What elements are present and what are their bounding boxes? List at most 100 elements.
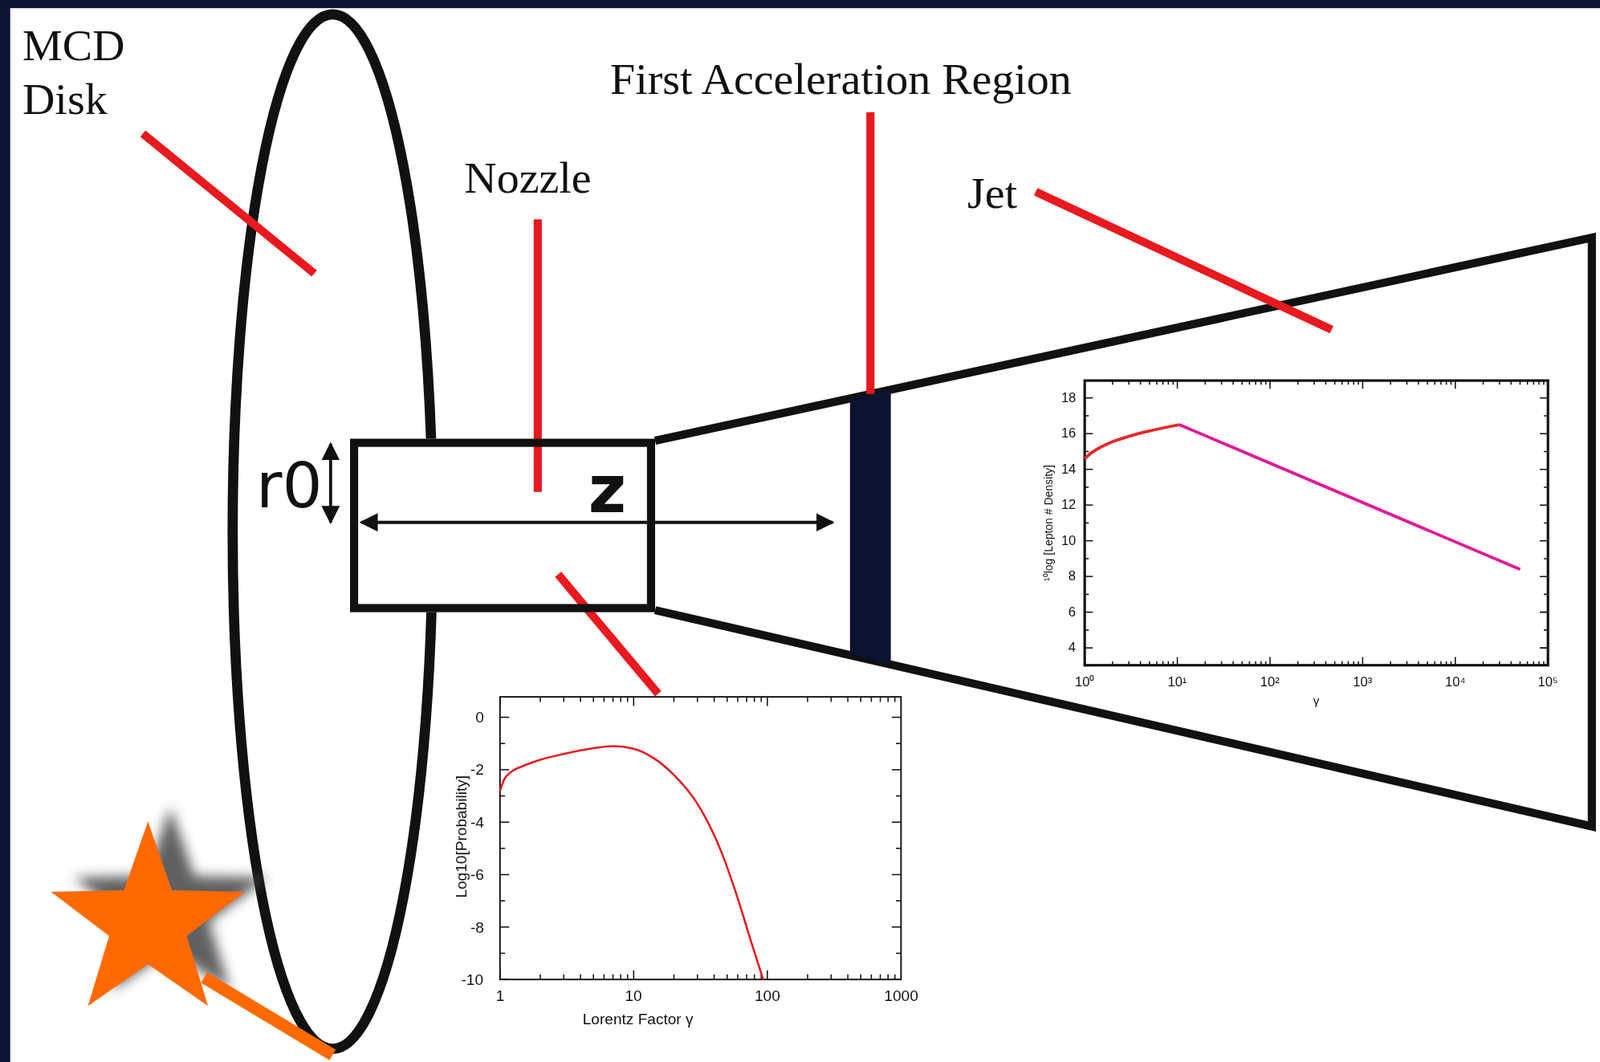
axis-tick xyxy=(713,974,716,980)
tick-label: 6 xyxy=(1068,603,1076,620)
axis-tick xyxy=(1510,380,1512,385)
axis-tick xyxy=(500,847,505,850)
axis-tick xyxy=(1445,661,1448,666)
leader-line xyxy=(142,134,315,274)
axis-tick xyxy=(1162,661,1165,666)
axis-tick xyxy=(753,696,756,702)
tick-label: 4 xyxy=(1068,639,1076,656)
axis-tick xyxy=(1445,380,1448,385)
axis-tick xyxy=(1440,380,1442,385)
part-label: Jet xyxy=(967,166,1018,221)
axis-tick xyxy=(895,742,901,745)
axis-tick xyxy=(1433,380,1436,385)
axis-tick xyxy=(579,974,582,980)
dimension-label: z xyxy=(588,456,627,522)
axis-tick xyxy=(1519,380,1522,385)
tick-label: 10¹ xyxy=(1167,674,1187,691)
axis-tick xyxy=(1111,380,1114,385)
tick-label: 12 xyxy=(1061,496,1076,513)
tick-label: 16 xyxy=(1061,425,1076,442)
axis-title: ¹⁰log [Lepton # Density] xyxy=(1042,464,1056,581)
axis-title: γ xyxy=(1313,693,1320,709)
axis-tick xyxy=(1510,661,1512,666)
axis-tick xyxy=(1450,661,1453,666)
axis-tick xyxy=(1543,522,1548,525)
axis-tick xyxy=(1538,661,1540,666)
axis-tick xyxy=(806,974,809,980)
axis-tick xyxy=(1084,540,1093,542)
lepton-density-plot xyxy=(1084,380,1548,666)
tick-label: 10⁵ xyxy=(1537,674,1558,691)
axis-tick xyxy=(1334,380,1336,385)
tick-label: -4 xyxy=(470,813,485,832)
axis-tick xyxy=(745,974,748,980)
axis-tick xyxy=(1232,661,1234,666)
axis-tick xyxy=(1156,661,1158,666)
tick-label: 1000 xyxy=(883,986,918,1006)
axis-tick xyxy=(871,696,873,702)
probability-curve xyxy=(500,745,764,980)
axis-tick xyxy=(1249,380,1251,385)
axis-tick xyxy=(1543,451,1548,453)
tick-label: 14 xyxy=(1061,461,1076,478)
axis-tick xyxy=(1084,432,1093,435)
axis-tick xyxy=(1313,380,1316,385)
axis-tick xyxy=(1539,397,1548,399)
axis-tick xyxy=(1406,380,1409,385)
axis-tick xyxy=(859,696,862,702)
axis-tick xyxy=(1426,661,1429,666)
axis-tick xyxy=(499,970,501,980)
axis-tick xyxy=(539,696,542,702)
axis-tick xyxy=(626,696,629,702)
axis-tick xyxy=(1357,380,1360,385)
leader-line xyxy=(866,112,875,395)
axis-tick xyxy=(1454,380,1457,389)
axis-tick xyxy=(1139,380,1142,385)
axis-tick xyxy=(626,974,629,980)
tick-label: 10² xyxy=(1260,674,1280,691)
axis-tick xyxy=(633,696,636,706)
axis-tick xyxy=(500,742,505,745)
axis-tick xyxy=(1539,540,1548,542)
axis-tick xyxy=(1533,661,1535,666)
axis-tick xyxy=(1168,380,1170,385)
axis-tick xyxy=(1341,380,1344,385)
axis-tick xyxy=(1172,380,1174,385)
axis-tick xyxy=(1084,611,1093,614)
plot-frame xyxy=(1084,380,1548,666)
axis-tick xyxy=(1241,661,1243,666)
axis-tick xyxy=(1539,504,1548,506)
axis-tick xyxy=(1482,380,1485,385)
axis-tick xyxy=(879,974,882,980)
axis-tick xyxy=(1249,661,1251,666)
axis-tick xyxy=(1265,661,1267,666)
leader-line xyxy=(1035,191,1332,330)
axis-tick xyxy=(895,899,901,902)
axis-tick xyxy=(745,696,748,702)
axis-tick xyxy=(894,696,896,702)
tick-label: 10⁴ xyxy=(1445,674,1466,691)
axis-tick xyxy=(1127,661,1130,666)
axis-tick xyxy=(1362,657,1364,666)
axis-tick xyxy=(1347,380,1350,385)
axis-tick xyxy=(1543,415,1548,417)
axis-tick xyxy=(592,974,595,980)
power-law-curve xyxy=(1179,424,1520,570)
axis-tick xyxy=(713,696,716,702)
axis-tick xyxy=(871,974,873,980)
axis-tick xyxy=(1084,557,1089,560)
axis-tick xyxy=(619,696,622,702)
part-label: First Acceleration Region xyxy=(610,52,1072,106)
axis-tick xyxy=(766,970,769,980)
axis-tick xyxy=(1084,665,1089,668)
axis-tick xyxy=(1156,380,1158,385)
axis-tick xyxy=(1433,661,1436,666)
axis-tick xyxy=(612,696,615,702)
axis-tick xyxy=(1083,657,1086,666)
axis-tick xyxy=(1084,451,1089,453)
nozzle-box: z xyxy=(350,439,656,613)
axis-tick xyxy=(1084,504,1093,506)
leader-line xyxy=(557,574,659,695)
axis-tick xyxy=(499,696,501,706)
axis-tick xyxy=(1325,380,1328,385)
